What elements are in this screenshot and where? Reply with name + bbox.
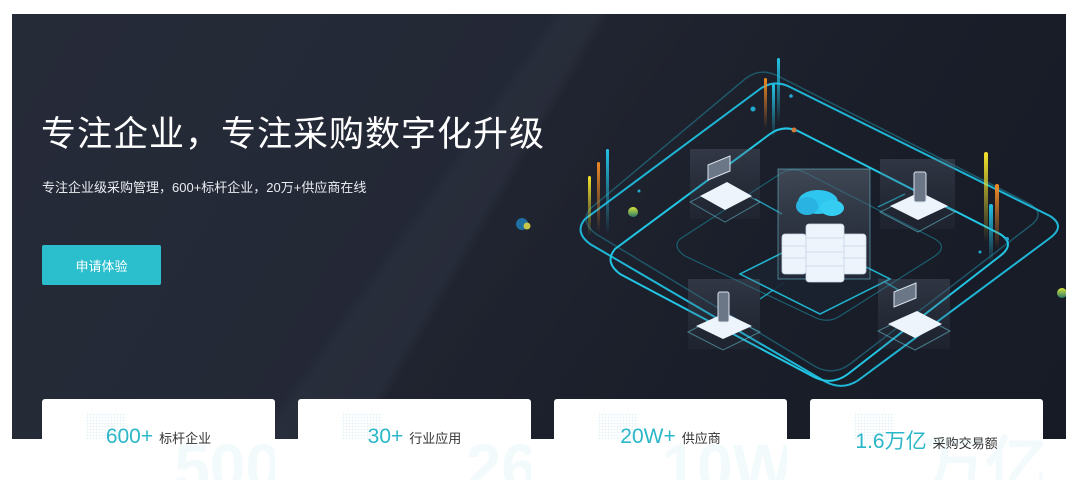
stat-watermark: 万亿 bbox=[921, 431, 1043, 480]
hero-title: 专注企业，专注采购数字化升级 bbox=[41, 115, 546, 154]
stat-label: 行业应用 bbox=[409, 431, 462, 446]
apply-trial-button[interactable]: 申请体验 bbox=[42, 245, 161, 285]
dot-pattern bbox=[86, 413, 126, 439]
dot-pattern bbox=[854, 413, 894, 439]
dot-pattern bbox=[342, 413, 382, 439]
stat-watermark: 500 bbox=[174, 431, 275, 480]
stat-value: 600+ bbox=[105, 425, 154, 448]
stat-watermark: 10W bbox=[661, 431, 787, 480]
laptop-icon bbox=[876, 279, 952, 351]
stat-label: 采购交易额 bbox=[932, 436, 998, 451]
stat-label: 供应商 bbox=[681, 431, 721, 446]
laptop-icon bbox=[688, 149, 762, 223]
hero-banner: 专注企业，专注采购数字化升级 专注企业级采购管理，600+标杆企业，20万+供应… bbox=[12, 14, 1066, 439]
stat-value: 30+ bbox=[367, 425, 404, 448]
phone-icon bbox=[878, 159, 957, 233]
stat-watermark: 26 bbox=[465, 431, 531, 480]
hero-subtitle: 专注企业级采购管理，600+标杆企业，20万+供应商在线 bbox=[42, 180, 367, 195]
cloud-platform-illustration bbox=[579, 58, 1066, 387]
stat-card-suppliers: 10W 20W+ 供应商 bbox=[554, 399, 787, 480]
cloud-server-icon bbox=[738, 168, 892, 315]
stat-value: 20W+ bbox=[620, 425, 676, 448]
stat-value: 1.6万亿 bbox=[855, 430, 927, 453]
dot-pattern bbox=[598, 413, 638, 439]
phone-icon bbox=[686, 279, 762, 351]
stat-card-industries: 26 30+ 行业应用 bbox=[298, 399, 531, 480]
decorative-orb-icon bbox=[516, 218, 531, 230]
stats-bar: 500 600+ 标杆企业 26 30+ 行业应用 10W 20W+ 供应商 万… bbox=[42, 399, 1043, 480]
stat-label: 标杆企业 bbox=[159, 431, 212, 446]
stat-card-transactions: 万亿 1.6万亿 采购交易额 bbox=[810, 399, 1043, 480]
stat-card-enterprises: 500 600+ 标杆企业 bbox=[42, 399, 275, 480]
